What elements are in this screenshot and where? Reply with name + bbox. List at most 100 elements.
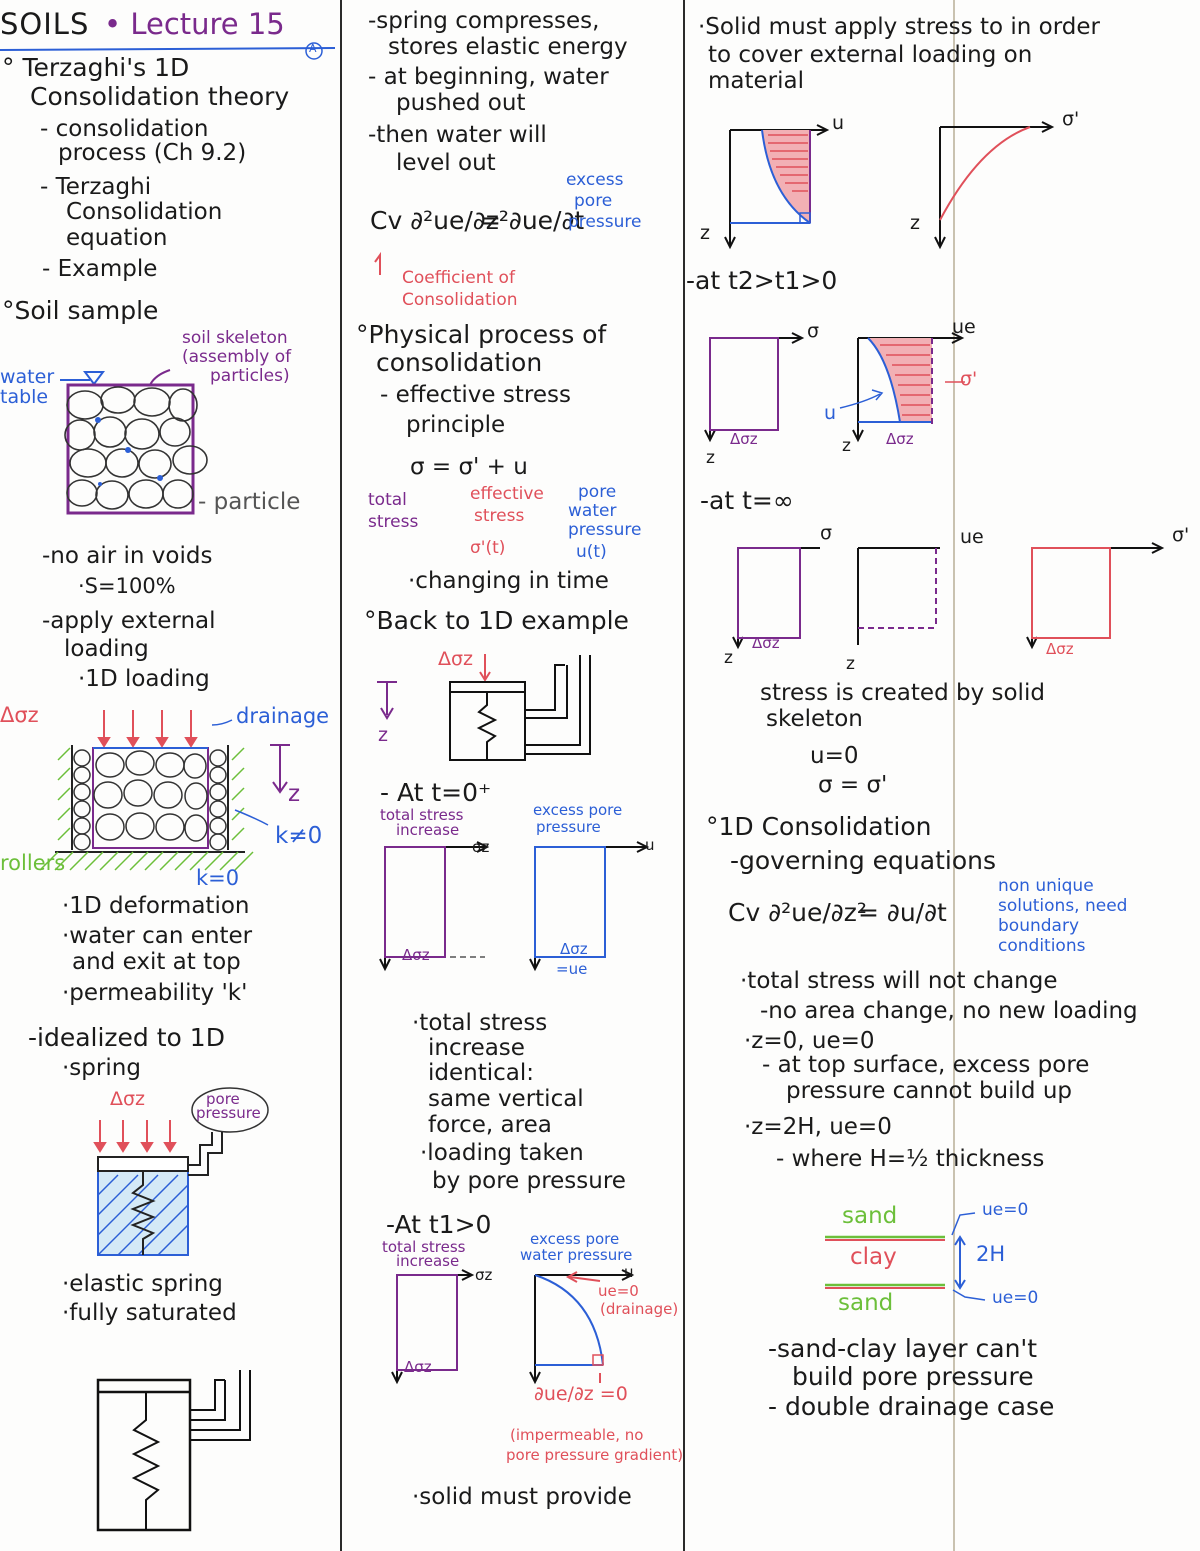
coefficient-arrow: [374, 251, 381, 275]
t1-sigma-z-label: σz: [475, 1266, 493, 1284]
non-unique-2: solutions, need: [998, 896, 1128, 916]
spring-load-label: Δσz: [110, 1088, 146, 1110]
t1-heading: -At t1>0: [386, 1210, 492, 1239]
spring-note-3: - at beginning, water: [368, 64, 609, 90]
spring-note-4: pushed out: [396, 90, 526, 116]
no-air-note: -no air in voids: [42, 543, 213, 569]
page-crease: [953, 0, 955, 1551]
tinf-ue-label: ue: [960, 526, 984, 548]
coefficient-note-2: Consolidation: [402, 290, 518, 310]
identical-note-3: identical:: [428, 1060, 535, 1086]
water-table-label-1: water: [0, 366, 55, 388]
particle-label: - particle: [198, 489, 301, 515]
excess-pp-label-1: excess pore: [533, 801, 623, 819]
changing-in-time: ·changing in time: [408, 568, 609, 594]
topic-heading-2: Consolidation theory: [30, 82, 290, 111]
effective-stress-equation: σ = σ' + u: [410, 454, 528, 480]
skeleton-label-2: (assembly of: [182, 347, 292, 367]
layer-diagram: [825, 1212, 986, 1301]
excess-note-1: excess: [566, 170, 624, 190]
t0-ue-eq-1: Δσz: [560, 940, 588, 958]
outline-5: equation: [66, 225, 168, 251]
sand-clay-note-1: -sand-clay layer can't: [768, 1334, 1038, 1363]
consolidation-equation-lhs: Cv ∂²ue/∂z²: [370, 206, 509, 235]
physical-process-heading-2: consolidation: [376, 348, 543, 377]
spring-model-diagram: [93, 1087, 269, 1256]
non-unique-3: boundary: [998, 916, 1079, 936]
t1-u-label: u: [624, 1263, 634, 1281]
sand-bottom-label: sand: [838, 1290, 894, 1316]
t1-total-increase-1: total stress: [382, 1238, 466, 1256]
saturation-note: ·S=100%: [78, 574, 176, 598]
ue0-bottom-label: ue=0: [992, 1288, 1039, 1308]
tinf-diagrams: [732, 542, 1165, 650]
tinf-z-1: z: [724, 648, 733, 668]
one-d-consolidation-heading: °1D Consolidation: [706, 812, 932, 841]
outline-6: - Example: [42, 256, 158, 282]
spring-note-5: -then water will: [368, 122, 547, 148]
impermeable-note-2: pore pressure gradient): [506, 1446, 684, 1464]
solid-apply-note-2: to cover external loading on: [708, 42, 1033, 68]
soil-sample-diagram: [60, 369, 208, 515]
load-delta-sigma: Δσz: [0, 703, 39, 727]
tinf-dsz-1: Δσz: [752, 634, 780, 652]
impermeable-note-1: (impermeable, no: [510, 1426, 644, 1444]
governing-equation-lhs: Cv ∂²ue/∂z²: [728, 898, 867, 927]
outline-4: Consolidation: [66, 199, 223, 225]
total-stress-label-2: stress: [368, 512, 419, 532]
governing-equations: -governing equations: [730, 846, 996, 875]
outline-3: - Terzaghi: [40, 174, 152, 200]
back-to-example-heading: °Back to 1D example: [364, 606, 629, 635]
tinf-dsz-2: Δσz: [1046, 640, 1074, 658]
t0-dsz-bottom: Δσz: [402, 946, 430, 964]
apply-loading-1: -apply external: [42, 608, 216, 634]
consolidation-equation-rhs: = ∂ue/∂t: [480, 206, 585, 235]
saturated-note: ·fully saturated: [62, 1300, 237, 1326]
elastic-note: ·elastic spring: [62, 1271, 223, 1297]
column-divider-right: [683, 0, 685, 1551]
boundary-z0: ·z=0, ue=0: [744, 1028, 875, 1054]
ue0-top-label: ue=0: [982, 1200, 1029, 1220]
k-nonzero-label: k≠0: [275, 823, 323, 849]
excess-note-2: pore: [574, 191, 613, 211]
solid-apply-note-3: material: [708, 68, 804, 94]
pore-pressure-bubble-1: pore: [206, 1090, 240, 1108]
identical-note-6: ·loading taken: [420, 1140, 584, 1166]
t0-u-label: u: [645, 836, 655, 854]
skeleton-label-1: soil skeleton: [182, 328, 288, 348]
t1-ue0-label-1: ue=0: [598, 1282, 639, 1300]
physical-process-heading-1: °Physical process of: [356, 320, 607, 349]
water-enter-1: ·water can enter: [62, 923, 253, 949]
total-increase-label-1: total stress: [380, 806, 464, 824]
excess-note-3: pressure: [568, 212, 642, 232]
t2-u-arrow-label: u: [824, 402, 837, 424]
soil-sample-heading: °Soil sample: [2, 296, 159, 325]
non-unique-4: conditions: [998, 936, 1086, 956]
t2-dsz-2: Δσz: [886, 430, 914, 448]
pore-water-label-1: pore: [578, 482, 617, 502]
idealized-note: -idealized to 1D: [28, 1023, 225, 1052]
pore-water-label-3: pressure: [568, 520, 642, 540]
identical-note-7: by pore pressure: [432, 1168, 626, 1194]
header-underline: [0, 42, 336, 60]
pore-water-label-4: u(t): [576, 542, 607, 562]
t2-sigma-prime-label: σ': [960, 368, 978, 390]
u-equals-zero: u=0: [810, 743, 859, 769]
sand-clay-note-2: build pore pressure: [792, 1362, 1034, 1391]
drainage-label: drainage: [236, 704, 330, 728]
t1-excess-water-1: excess pore: [530, 1230, 620, 1248]
t2-ue-label: ue: [952, 316, 976, 338]
t2-sigma-label: σ: [807, 320, 820, 342]
stress-diagrams-top: [724, 121, 1055, 250]
effective-stress-label-1: effective: [470, 484, 544, 504]
spring-note-1: -spring compresses,: [368, 8, 600, 34]
t0-sigma-z-label: σz: [472, 838, 490, 856]
apply-loading-2: loading: [64, 636, 149, 662]
t1-total-increase-2: increase: [396, 1252, 460, 1270]
solid-provide-note: ·solid must provide: [412, 1484, 632, 1510]
t2-diagrams: [704, 332, 965, 443]
sand-top-label: sand: [842, 1203, 898, 1229]
k-zero-label: k=0: [196, 866, 240, 890]
t0-ue-eq-2: =ue: [556, 960, 588, 978]
spring-outflow-sketch: [96, 1370, 251, 1532]
